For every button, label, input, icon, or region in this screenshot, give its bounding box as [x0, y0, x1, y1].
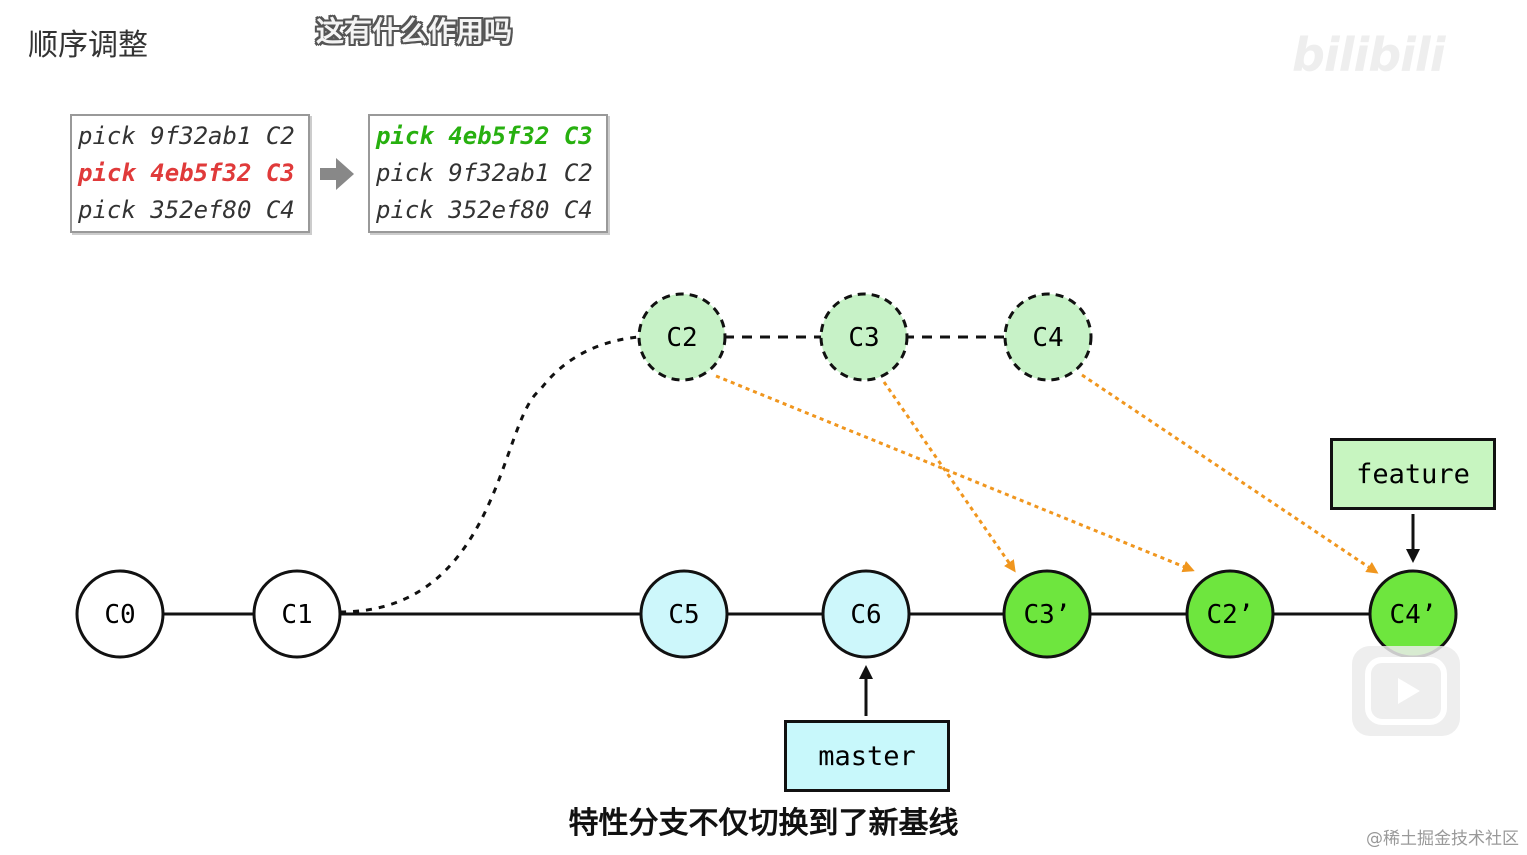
commit-c0-label: C0	[104, 600, 135, 630]
commit-c0: C0	[75, 569, 165, 659]
page-title: 顺序调整	[28, 28, 148, 63]
commit-c2-old: C2	[637, 292, 727, 382]
commit-c5-label: C5	[668, 600, 699, 630]
right-arrow-icon	[320, 158, 354, 190]
subtitle-top: 这有什么作用吗	[316, 15, 513, 48]
commit-c4-old: C4	[1003, 292, 1093, 382]
commit-c4-prime-label: C4’	[1390, 600, 1437, 630]
todo-list-before: pick 9f32ab1 C2 pick 4eb5f32 C3 pick 352…	[70, 114, 310, 233]
commit-c1: C1	[252, 569, 342, 659]
commit-c3-prime: C3’	[1002, 569, 1092, 659]
todo-line-after-3: pick 352ef80 C4	[376, 196, 593, 224]
bilibili-logo: bilibili	[1292, 28, 1445, 82]
copy-arrow-c4	[1081, 373, 1379, 574]
todo-list-after: pick 4eb5f32 C3 pick 9f32ab1 C2 pick 352…	[368, 114, 608, 233]
subtitle-bottom: 特性分支不仅切换到了新基线	[568, 806, 959, 841]
commit-c5: C5	[639, 569, 729, 659]
commit-c6: C6	[821, 569, 911, 659]
todo-line-before-2: pick 4eb5f32 C3	[78, 159, 295, 187]
commit-c3-old: C3	[819, 292, 909, 382]
todo-line-before-3: pick 352ef80 C4	[78, 196, 295, 224]
todo-line-after-2: pick 9f32ab1 C2	[376, 159, 593, 187]
commit-c3-prime-label: C3’	[1024, 600, 1071, 630]
copy-arrow-c3	[882, 381, 1016, 573]
todo-line-before-1: pick 9f32ab1 C2	[78, 122, 295, 150]
watermark: @稀土掘金技术社区	[1366, 829, 1519, 849]
commit-c1-label: C1	[281, 600, 312, 630]
commit-c6-label: C6	[850, 600, 881, 630]
commit-c2-prime-label: C2’	[1207, 600, 1254, 630]
commit-c4-old-label: C4	[1032, 323, 1063, 353]
commit-c2-prime: C2’	[1185, 569, 1275, 659]
play-icon	[1365, 657, 1447, 725]
commit-c3-old-label: C3	[848, 323, 879, 353]
commit-c4-prime: C4’	[1368, 569, 1458, 659]
old-branch-curve	[339, 335, 639, 614]
branch-label-master: master	[784, 720, 950, 792]
commit-c2-old-label: C2	[666, 323, 697, 353]
todo-line-after-1: pick 4eb5f32 C3	[376, 122, 593, 150]
branch-label-feature: feature	[1330, 438, 1496, 510]
copy-arrow-c2	[715, 374, 1195, 573]
video-play-button[interactable]	[1352, 646, 1460, 736]
